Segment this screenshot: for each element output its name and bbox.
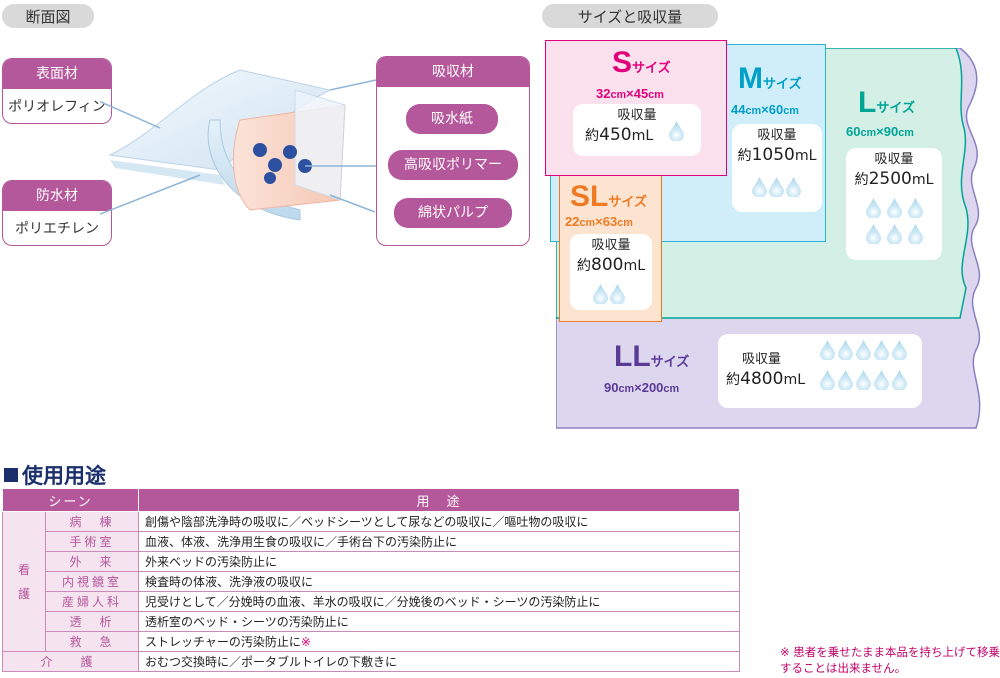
use-cell: ストレッチャーの汚染防止に※ [138,631,740,652]
size-s-drops [669,121,684,141]
table-row: 内視鏡室 検査時の体液、洗浄液の吸収に [3,571,740,592]
scene-cell: 手術室 [45,531,139,552]
note-mark: ※ [300,635,311,649]
use-cell: 検査時の体液、洗浄液の吸収に [138,571,740,592]
water-drop-icon [874,370,889,390]
use-cell: 外来ベッドの汚染防止に [138,551,740,572]
use-cell: 透析室のベッド・シーツの汚染防止に [138,611,740,632]
water-drop-icon [786,177,801,197]
size-m-drops [752,177,801,197]
care-scene-cell: 介 護 [2,651,139,672]
size-ll-name: LLサイズ [614,340,690,373]
scene-cell: 産婦人科 [45,591,139,612]
table-row: 手術室 血液、体液、洗浄用生食の吸収に／手術台下の汚染防止に [3,531,740,552]
size-ll-dimensions: 90cm×200cm [604,380,680,395]
water-drop-icon [838,340,853,360]
water-drop-icon [887,198,902,218]
sizes-title: サイズと吸収量 [542,4,718,28]
water-drop-icon [820,340,835,360]
water-drop-icon [908,224,923,244]
size-l-dimensions: 60cm×90cm [846,124,914,139]
surface-material-value: ポリオレフィン [8,99,106,115]
usage-header-use: 用 途 [138,488,740,512]
water-drop-icon [769,177,784,197]
polymer-tag: 高吸収ポリマー [388,150,518,180]
scene-cell: 内視鏡室 [45,571,139,592]
footnote: ※ 患者を乗せたまま本品を持ち上げて移乗することは出来ません。 [780,645,1000,675]
size-l-name: Lサイズ [858,86,915,119]
size-s-dimensions: 32cm×45cm [596,86,664,101]
surface-material-box: 表面材 ポリオレフィン [2,58,112,124]
water-drop-icon [610,284,625,304]
absorbent-paper-tag: 吸水紙 [406,104,498,134]
table-row: 看 護 病 棟 創傷や陰部洗浄時の吸収に／ベッドシーツとして尿などの吸収に／嘔吐… [2,511,740,652]
waterproof-material-value: ポリエチレン [15,221,99,237]
water-drop-icon [820,370,835,390]
nursing-group-label: 看 護 [2,511,46,652]
size-sl-dimensions: 22cm×63cm [565,214,633,229]
scene-cell: 病 棟 [45,511,139,532]
water-drop-icon [866,224,881,244]
cross-section-title: 断面図 [2,4,94,28]
table-row: 透 析 透析室のベッド・シーツの汚染防止に [3,611,740,632]
water-drop-icon [856,340,871,360]
table-row: 産婦人科 児受けとして／分娩時の血液、羊水の吸収に／分娩後のベッド・シーツの汚染… [3,591,740,612]
table-row: 介 護 おむつ交換時に／ポータブルトイレの下敷きに [2,651,740,672]
size-s-name: Sサイズ [612,46,671,79]
water-drop-icon [892,340,907,360]
scene-cell: 透 析 [45,611,139,632]
water-drop-icon [887,224,902,244]
water-drop-icon [866,198,881,218]
water-drop-icon [838,370,853,390]
water-drop-icon [892,370,907,390]
usage-table: シーン 用 途 看 護 病 棟 創傷や陰部洗浄時の吸収に／ベッドシーツとして尿な… [2,488,740,672]
size-ll-capacity: 吸収量 約4800mL [718,334,922,408]
table-row: 外 来 外来ベッドの汚染防止に [3,551,740,572]
size-l-drops [866,198,925,244]
water-drop-icon [908,198,923,218]
water-drop-icon [874,340,889,360]
pad-cross-section-illustration [100,69,390,221]
size-m-name: Mサイズ [738,62,802,95]
use-cell: 創傷や陰部洗浄時の吸収に／ベッドシーツとして尿などの吸収に／嘔吐物の吸収に [138,511,740,532]
water-drop-icon [669,121,684,141]
water-drop-icon [752,177,767,197]
absorbent-material-label: 吸収材 [377,57,529,87]
size-sl-drops [593,284,625,304]
water-drop-icon [593,284,608,304]
use-cell: おむつ交換時に／ポータブルトイレの下敷きに [138,651,740,672]
size-m-capacity: 吸収量 約1050mL [732,124,822,212]
water-drop-icon [856,370,871,390]
pulp-tag: 綿状パルプ [394,198,512,228]
waterproof-material-label: 防水材 [3,181,111,211]
use-cell: 血液、体液、洗浄用生食の吸収に／手術台下の汚染防止に [138,531,740,552]
use-cell: 児受けとして／分娩時の血液、羊水の吸収に／分娩後のベッド・シーツの汚染防止に [138,591,740,612]
size-sl-name: SLサイズ [570,180,647,213]
scene-cell: 外 来 [45,551,139,572]
usage-header-scene: シーン [2,488,139,512]
surface-material-label: 表面材 [3,59,111,89]
waterproof-material-box: 防水材 ポリエチレン [2,180,112,246]
size-ll-drops [820,340,909,390]
table-row: 救 急 ストレッチャーの汚染防止に※ [3,631,740,652]
usage-title: 使用用途 [4,460,106,490]
size-m-dimensions: 44cm×60cm [731,102,799,117]
scene-cell: 救 急 [45,631,139,652]
